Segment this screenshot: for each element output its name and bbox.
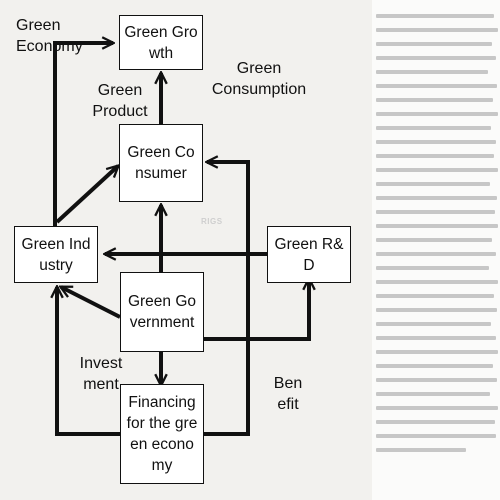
- node-green-industry: Green Industry: [14, 226, 98, 283]
- watermark: RIGS: [201, 217, 223, 226]
- label-green-product: Green Product: [92, 82, 148, 120]
- arrow-industry-to-consumer: [55, 166, 118, 224]
- node-green-consumer: Green Consumer: [119, 124, 203, 202]
- label-investment: Invest ment: [79, 355, 123, 393]
- node-green-rd: Green R&D: [267, 226, 351, 283]
- arrow-industry-to-growth: [53, 43, 113, 226]
- node-green-growth: Green Growth: [119, 15, 203, 70]
- arrow-government-to-rd: [204, 279, 309, 341]
- arrow-government-to-industry: [61, 285, 121, 319]
- label-benefit: Ben efit: [273, 375, 303, 413]
- label-green-consumption: Green Consumption: [211, 60, 307, 98]
- blurred-background-page: [372, 0, 500, 500]
- arrow-financing-to-industry: [57, 287, 120, 436]
- node-green-government: Green Government: [120, 272, 204, 352]
- label-green-economy: Green Economy: [16, 17, 83, 55]
- node-financing: Financing for the green economy: [120, 384, 204, 484]
- arrow-financing-to-consumer: [203, 162, 250, 436]
